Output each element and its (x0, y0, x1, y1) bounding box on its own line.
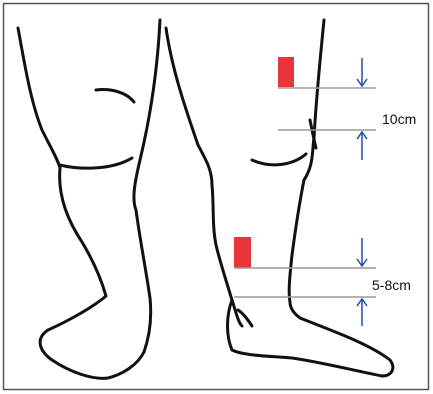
knee-marker (278, 57, 294, 87)
ankle-marker (234, 237, 251, 268)
knee-distance-label: 10cm (382, 111, 416, 127)
ankle-dimension-arrows (357, 238, 367, 326)
left-leg-outline (18, 20, 160, 378)
diagram-frame (4, 4, 429, 390)
knee-measurement: 10cm (278, 57, 416, 160)
ankle-measurement: 5-8cm (234, 237, 411, 326)
ankle-distance-label: 5-8cm (372, 277, 411, 293)
knee-dimension-arrows (357, 58, 367, 160)
